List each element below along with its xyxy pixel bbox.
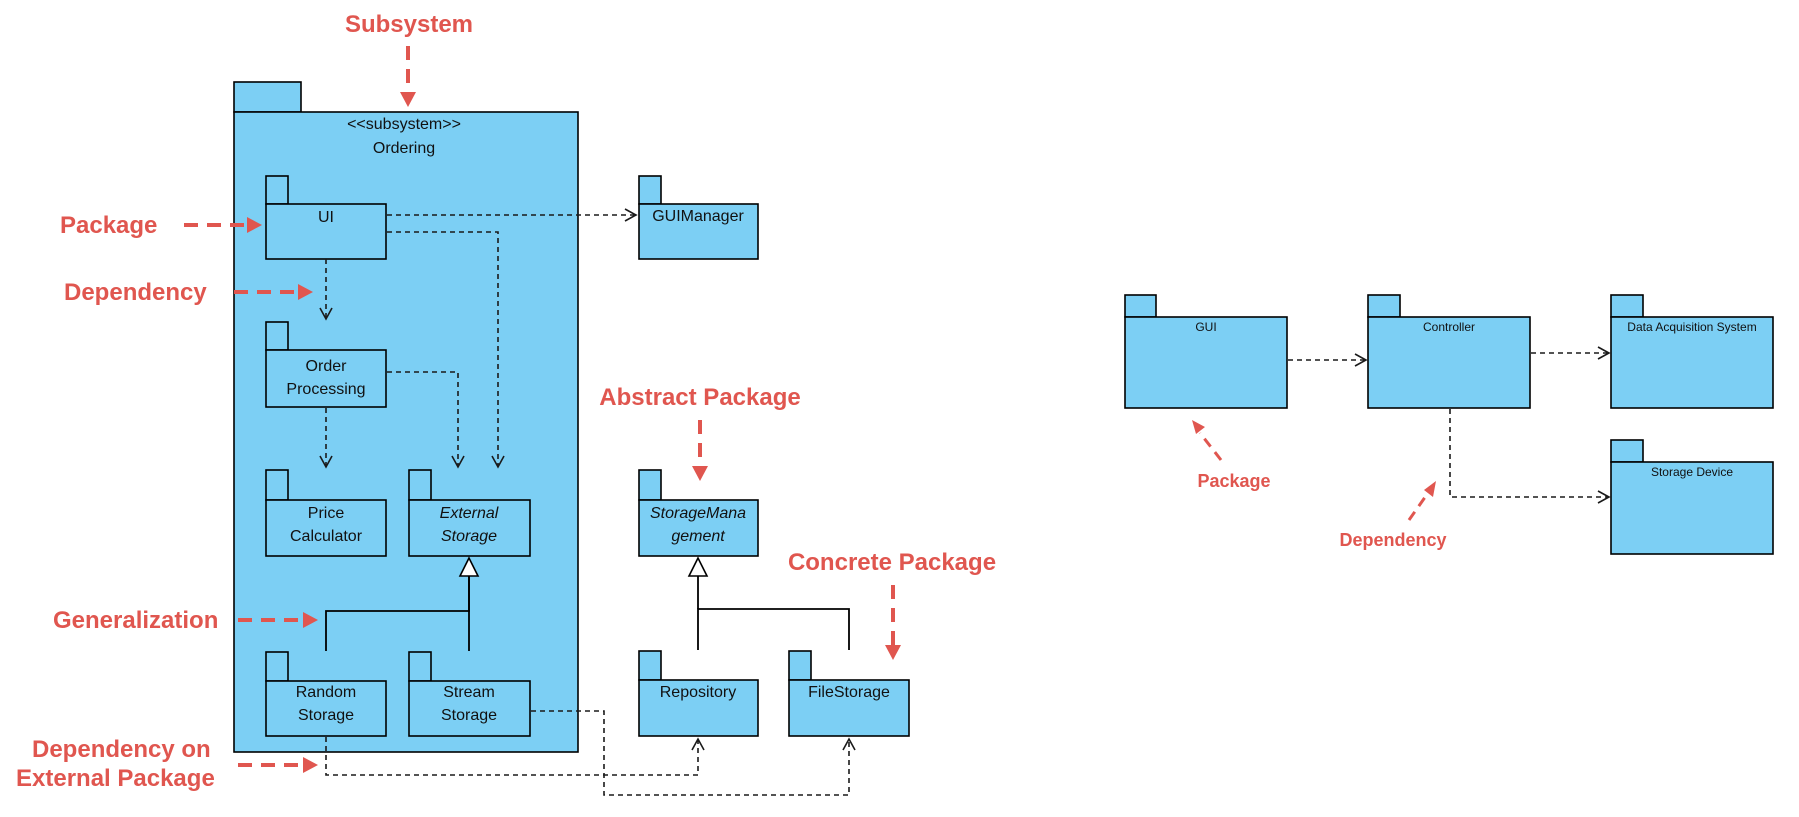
dep-ui-to-external-storage: [387, 231, 505, 469]
package-file-storage[interactable]: FileStorage: [788, 650, 910, 737]
package-order-processing-label-2: Processing: [286, 381, 365, 398]
subsystem-stereotype: <<subsystem>>: [347, 116, 461, 133]
annotation-abstract-package: Abstract Package: [599, 384, 800, 411]
dependencies-left: [319, 208, 856, 796]
package-ui-label: UI: [318, 209, 334, 226]
package-gui-label: GUI: [1195, 320, 1216, 334]
package-order-processing-label-1: Order: [306, 358, 348, 375]
package-price-calculator-label-2: Calculator: [290, 528, 363, 545]
package-data-acquisition-label: Data Acquisition System: [1627, 320, 1756, 334]
package-random-storage[interactable]: Random Storage: [265, 651, 387, 737]
dep-controller-to-storage-device: [1449, 409, 1611, 504]
annotation-concrete-package: Concrete Package: [788, 549, 996, 576]
annotations-left: Subsystem Package Dependency Abstract Pa…: [16, 11, 996, 792]
annotation-dependency-right: Dependency: [1339, 530, 1446, 550]
annotation-generalization: Generalization: [53, 607, 218, 634]
package-controller[interactable]: Controller: [1367, 294, 1531, 409]
gen-head-external: [458, 556, 480, 577]
annotation-package-right: Package: [1197, 471, 1270, 491]
package-random-storage-label-1: Random: [296, 684, 356, 701]
gen-repository-to-storage-mgmt: [697, 608, 850, 650]
gen-head-storage-mgmt: [687, 556, 709, 577]
package-repository[interactable]: Repository: [638, 650, 759, 737]
package-stream-storage-label-1: Stream: [443, 684, 495, 701]
generalizations: [325, 556, 850, 651]
package-storage-management[interactable]: StorageMana gement: [638, 469, 759, 557]
dependencies-right: [1288, 346, 1611, 504]
package-order-processing[interactable]: Order Processing: [265, 321, 387, 408]
package-external-storage-label-1: External: [440, 505, 499, 522]
subsystem-name: Ordering: [373, 140, 435, 157]
dep-stream-storage-to-file-storage: [531, 710, 856, 796]
package-gui-manager[interactable]: GUIManager: [638, 175, 759, 260]
package-gui-manager-label: GUIManager: [652, 208, 744, 225]
package-price-calculator-label-1: Price: [308, 505, 345, 522]
package-stream-storage[interactable]: Stream Storage: [408, 651, 531, 737]
package-repository-label: Repository: [660, 684, 736, 701]
package-storage-device-label: Storage Device: [1651, 465, 1733, 479]
annotation-dependency-left: Dependency: [64, 279, 207, 306]
annotations-right: Package Dependency: [1192, 420, 1447, 550]
package-gui[interactable]: GUI: [1124, 294, 1288, 409]
dep-random-storage-to-repository: [325, 737, 705, 776]
package-data-acquisition-system[interactable]: Data Acquisition System: [1610, 294, 1774, 409]
annotation-package-left: Package: [60, 212, 157, 239]
package-random-storage-label-2: Storage: [298, 707, 354, 724]
package-storage-device[interactable]: Storage Device: [1610, 439, 1774, 555]
package-storage-management-label-2: gement: [671, 528, 725, 545]
package-controller-label: Controller: [1423, 320, 1475, 334]
package-storage-management-label-1: StorageMana: [650, 505, 746, 522]
package-external-storage-label-2: Storage: [441, 528, 497, 545]
package-external-storage[interactable]: External Storage: [408, 469, 531, 557]
annotation-dep-external-1: Dependency on: [32, 736, 211, 763]
annotation-dep-external-2: External Package: [16, 765, 215, 792]
package-ui[interactable]: UI: [265, 175, 387, 260]
annotation-subsystem: Subsystem: [345, 11, 473, 38]
package-stream-storage-label-2: Storage: [441, 707, 497, 724]
package-file-storage-label: FileStorage: [808, 684, 890, 701]
package-price-calculator[interactable]: Price Calculator: [265, 469, 387, 557]
